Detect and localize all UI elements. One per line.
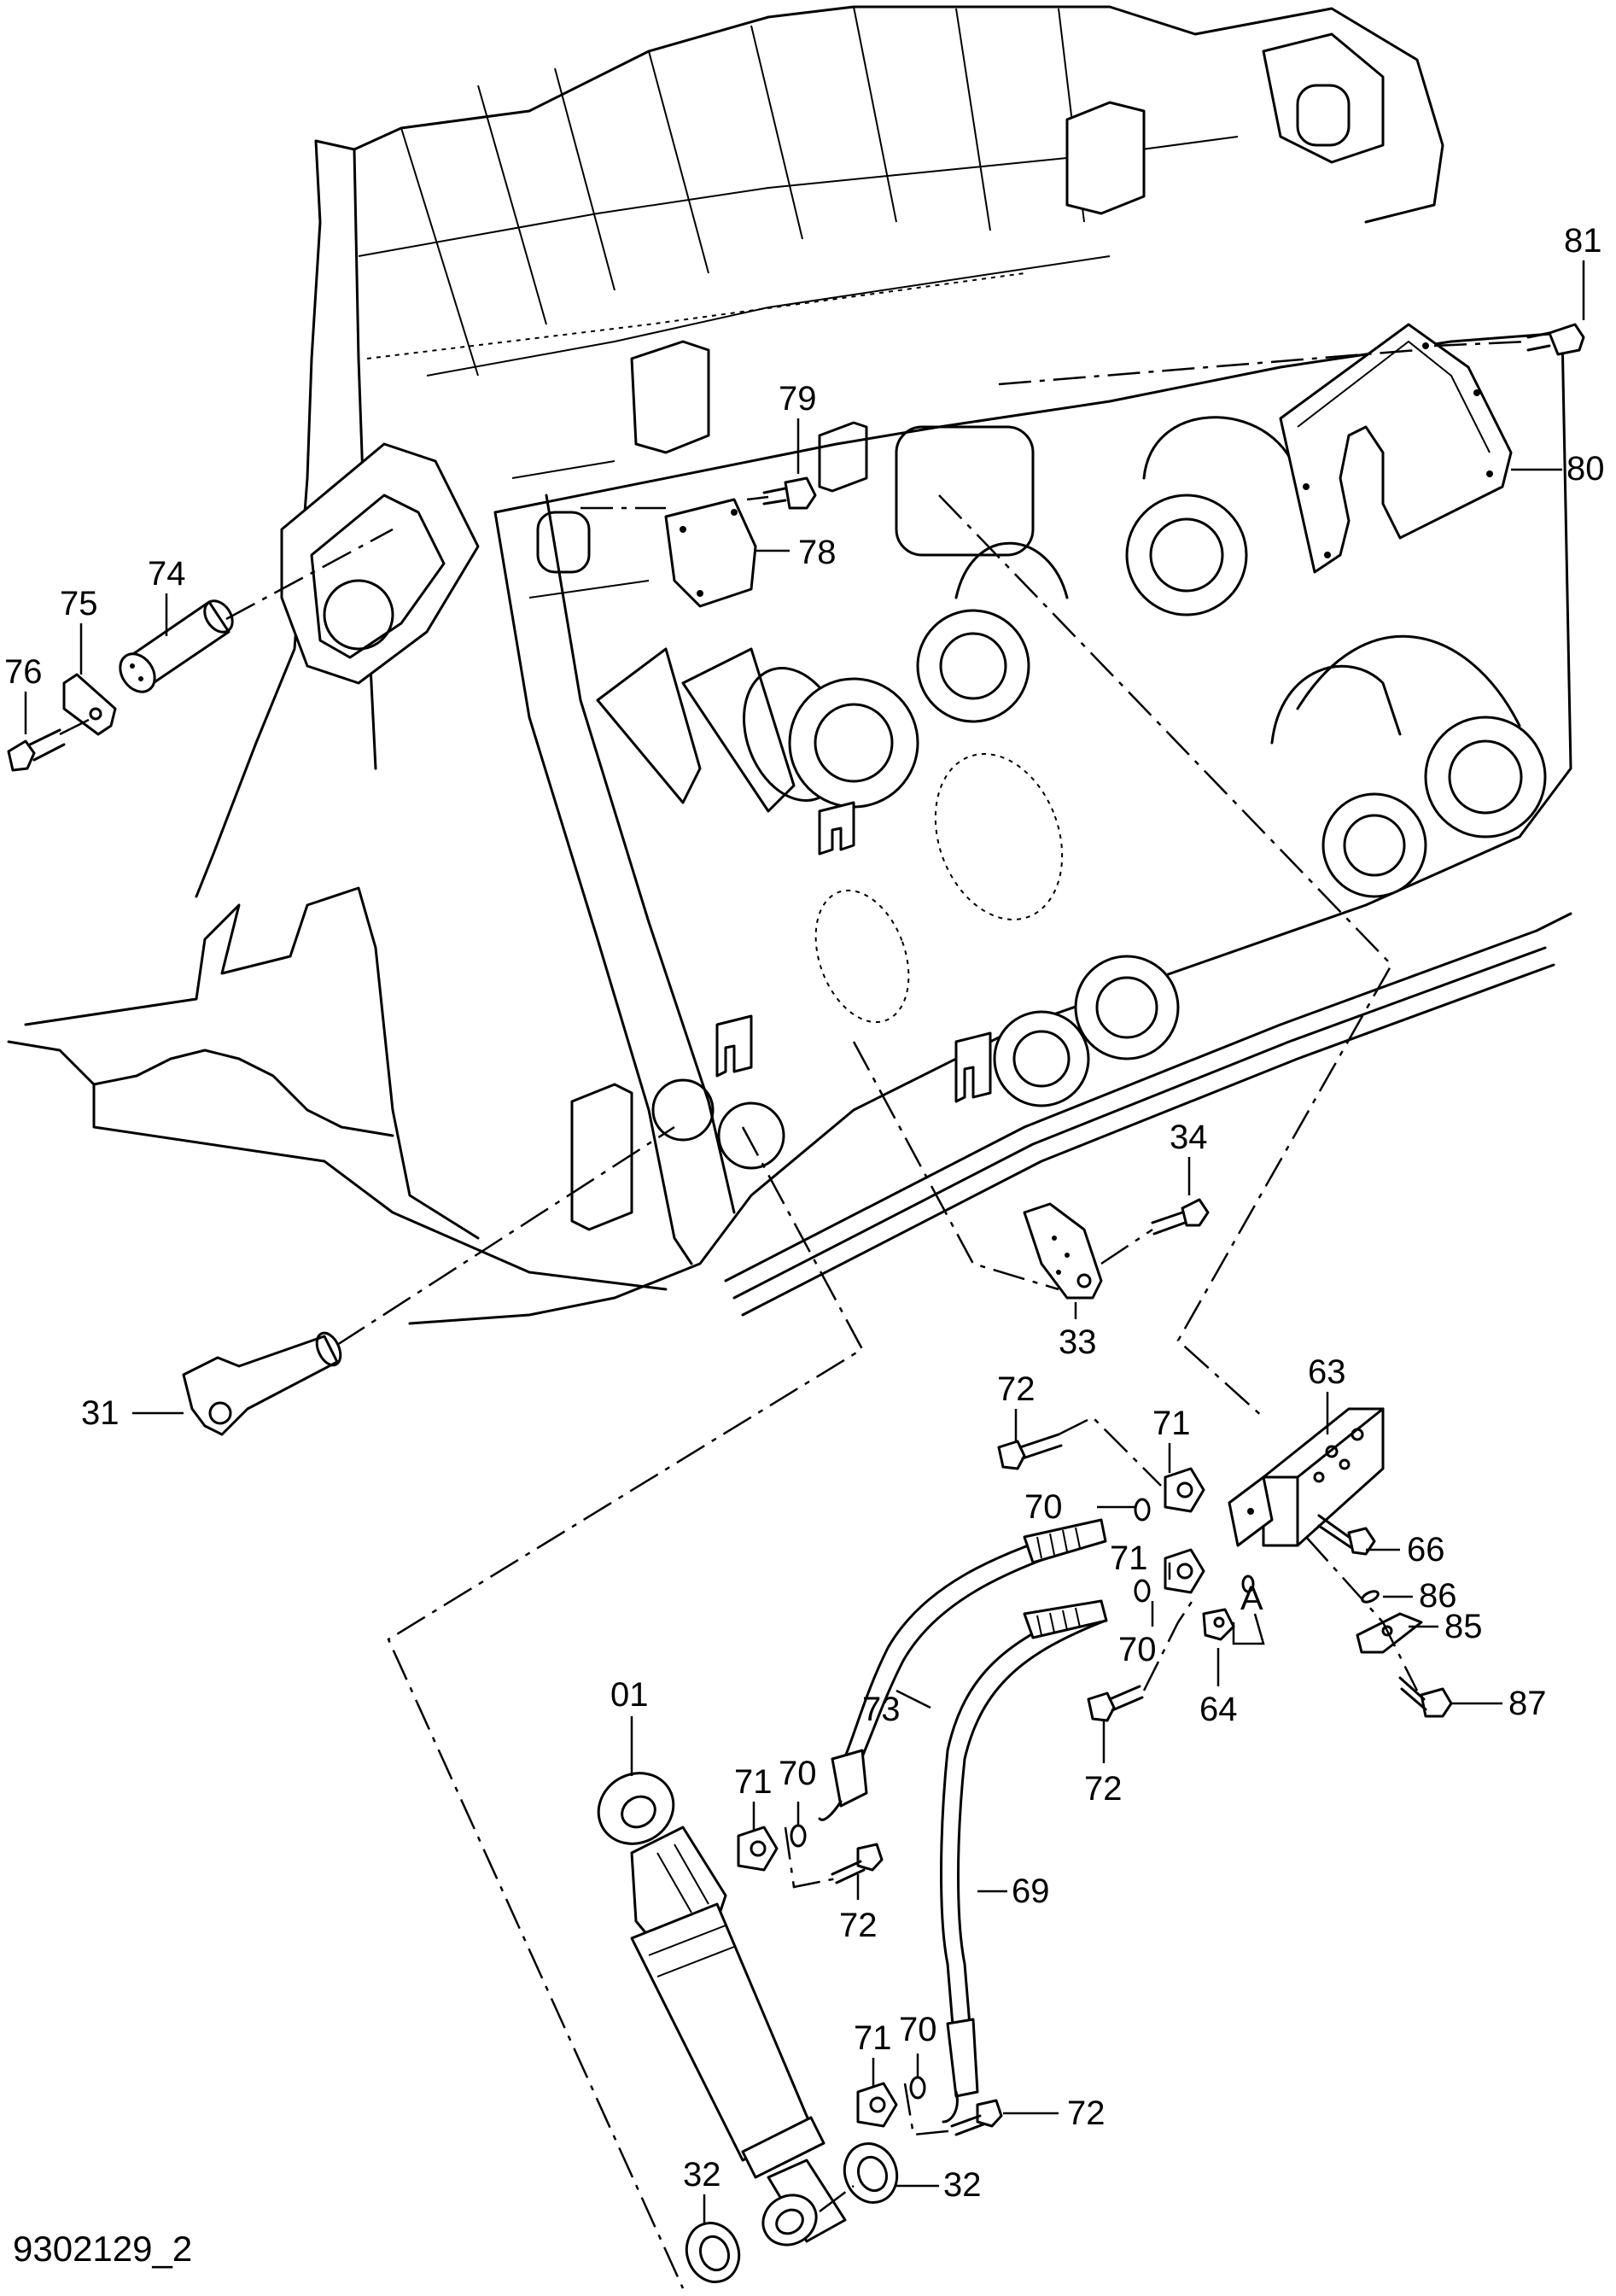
callout-31: 31 <box>81 1394 120 1432</box>
bolt-72-lower <box>950 2099 1003 2136</box>
callout-70-b: 70 <box>1118 1631 1157 1668</box>
callout-A: A <box>1240 1580 1263 1617</box>
pin-31 <box>182 1331 342 1436</box>
callout-71-a: 71 <box>1152 1405 1191 1442</box>
bolt-76 <box>7 728 66 772</box>
hydraulic-cylinder-01 <box>597 1772 847 2246</box>
leader-lines <box>24 260 1585 2224</box>
bolt-66 <box>1317 1514 1376 1556</box>
callout-33: 33 <box>1059 1323 1097 1361</box>
callout-72-c: 72 <box>839 1907 878 1944</box>
flange-71-upper-b <box>1164 1548 1205 1594</box>
callout-79: 79 <box>779 380 817 418</box>
callout-32-left: 32 <box>683 2156 721 2194</box>
bracket-33 <box>1023 1202 1103 1300</box>
callout-72-d: 72 <box>1067 2094 1106 2132</box>
callout-81: 81 <box>1564 222 1602 260</box>
callout-73: 73 <box>862 1691 901 1728</box>
pin-boss-6 <box>1074 955 1180 1060</box>
callout-64: 64 <box>1199 1691 1238 1728</box>
callout-32-right: 32 <box>943 2166 982 2204</box>
callout-87: 87 <box>1508 1685 1547 1722</box>
callout-71-b: 71 <box>1110 1539 1148 1577</box>
callout-80: 80 <box>1566 450 1605 488</box>
hose-69 <box>940 1599 1108 2124</box>
bolt-72-mid <box>831 1843 884 1884</box>
callout-70-c: 70 <box>779 1755 817 1792</box>
flange-71-lower <box>856 2082 898 2128</box>
callout-75: 75 <box>60 585 98 622</box>
pin-boss-7 <box>993 1010 1090 1107</box>
oring-A <box>1241 1574 1255 1593</box>
callout-78: 78 <box>798 534 837 571</box>
hose-73 <box>818 1518 1107 1821</box>
bolt-79 <box>762 476 817 510</box>
callout-34: 34 <box>1170 1119 1208 1156</box>
callout-71-c: 71 <box>734 1763 773 1801</box>
bolt-81 <box>1526 323 1585 356</box>
bushing-32-left <box>685 2222 741 2283</box>
callout-86: 86 <box>1419 1577 1457 1615</box>
oring-70-upper-a <box>1134 1498 1151 1522</box>
flange-71-upper-a <box>1164 1467 1205 1513</box>
callout-85: 85 <box>1444 1608 1483 1645</box>
valve-block-63 <box>1228 1407 1385 1547</box>
oring-70-mid <box>790 1824 807 1848</box>
pin-boss-4 <box>1424 716 1547 838</box>
cover-plate-78 <box>664 498 757 608</box>
pin-boss-3 <box>916 609 1030 723</box>
callout-74: 74 <box>148 555 186 593</box>
callout-71-d: 71 <box>854 2019 892 2057</box>
callout-76: 76 <box>4 653 43 691</box>
bucket-frame <box>7 5 1572 1325</box>
bolt-87 <box>1398 1676 1453 1718</box>
callout-labels: 81 80 79 78 74 75 76 31 34 33 63 66 86 8… <box>4 222 1605 2204</box>
bolt-72-upper-b <box>1087 1685 1144 1722</box>
oring-70-lower <box>909 2076 926 2100</box>
callout-69: 69 <box>1012 1872 1050 1910</box>
cover-plate-80 <box>1279 323 1513 574</box>
pin-boss-1 <box>788 677 919 809</box>
callout-63: 63 <box>1308 1353 1346 1391</box>
plug-64 <box>1202 1608 1235 1641</box>
callout-70-a: 70 <box>1024 1488 1063 1526</box>
stop-plate-75 <box>62 673 117 736</box>
callout-72-b: 72 <box>1084 1770 1123 1808</box>
callout-01: 01 <box>610 1676 649 1714</box>
bushing-32-right <box>843 2142 899 2204</box>
oring-70-upper-b <box>1134 1579 1151 1603</box>
bolt-34 <box>1151 1198 1210 1236</box>
flange-71-mid <box>737 1826 779 1872</box>
pin-boss-2 <box>1125 494 1248 616</box>
callout-72-a: 72 <box>997 1370 1036 1408</box>
pin-74 <box>119 599 234 693</box>
bolt-72-upper-a <box>997 1433 1063 1470</box>
callout-66: 66 <box>1407 1531 1445 1569</box>
callout-70-d: 70 <box>899 2011 937 2048</box>
drawing-number: 9302129_2 <box>13 2229 192 2269</box>
pin-boss-5 <box>1321 792 1427 898</box>
